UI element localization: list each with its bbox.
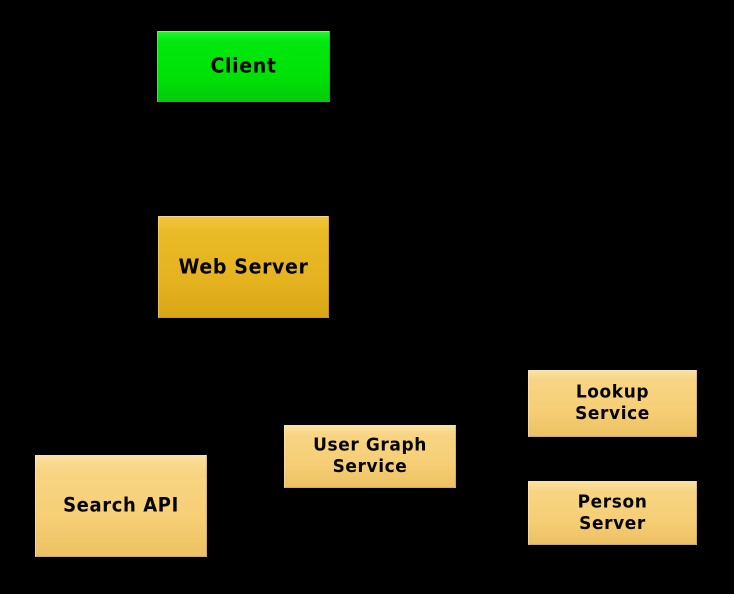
- node-client[interactable]: Client: [157, 31, 330, 102]
- node-user-graph-service-label: User Graph Service: [313, 435, 427, 478]
- node-client-label: Client: [210, 54, 277, 78]
- node-person-server[interactable]: Person Server: [528, 481, 697, 545]
- node-lookup-service-label: Lookup Service: [575, 382, 650, 425]
- node-web-server[interactable]: Web Server: [158, 216, 329, 318]
- node-lookup-service[interactable]: Lookup Service: [528, 370, 697, 437]
- node-web-server-label: Web Server: [178, 255, 309, 279]
- node-user-graph-service[interactable]: User Graph Service: [284, 425, 456, 488]
- node-person-server-label: Person Server: [577, 491, 648, 535]
- node-search-api[interactable]: Search API: [35, 455, 207, 557]
- node-search-api-label: Search API: [63, 494, 179, 517]
